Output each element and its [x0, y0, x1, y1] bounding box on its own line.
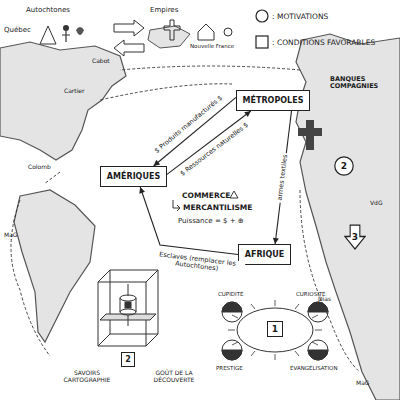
condition-square: 1 [267, 321, 283, 337]
map-label: ÉVANGÉLISATION [290, 365, 338, 371]
map-label: CUPIDITÉ [218, 291, 244, 297]
motivation-diagram [222, 300, 328, 360]
house-icon [198, 24, 214, 40]
person-icon [62, 31, 70, 42]
callout-arrow: 3 [344, 224, 366, 250]
arrow-symbol [173, 200, 180, 211]
arrow-icon [114, 20, 144, 36]
edge-label: Esclaves (remplacer les Autochtones) [149, 250, 246, 276]
circle-outline [335, 157, 353, 175]
route-line [11, 200, 50, 356]
north-america [0, 42, 126, 160]
cross-icon [164, 20, 180, 40]
node-text: AMÉRIQUES [107, 173, 160, 181]
south-america [14, 190, 95, 342]
feather-icon [76, 27, 84, 35]
node-text: 3 [352, 233, 358, 242]
motivation-circle: 2 [334, 156, 354, 176]
map-label: MERCANTILISME [183, 204, 252, 213]
europe-africa [296, 34, 400, 400]
map-label: MaG [4, 232, 18, 239]
flow-arrow [167, 111, 251, 174]
device-drawing [98, 270, 158, 346]
map-label: Colomb [28, 164, 51, 171]
map-label: Autochtones [26, 6, 70, 14]
map-label: Empires [150, 6, 178, 14]
map-label: MaG [356, 380, 370, 387]
map-label: Québec [4, 26, 31, 34]
tipi-icon [40, 26, 56, 44]
region-box: AMÉRIQUES [100, 166, 167, 187]
legend-entry: : CONDITIONS FAVORABLES [272, 38, 375, 47]
legend-entry: : MOTIVATIONS [272, 12, 328, 21]
node-text: 1 [272, 325, 278, 334]
person-icon [63, 25, 69, 31]
arrow-head [139, 187, 145, 194]
triangle-symbol [230, 191, 238, 198]
region-box: AFRIQUE [238, 244, 291, 265]
condition-symbol [256, 36, 268, 48]
route-line [120, 66, 300, 70]
map-label: COMMERCE [182, 192, 230, 201]
node-text: 2 [125, 356, 131, 364]
route-line [44, 172, 60, 184]
map-label: Nouvelle France [190, 43, 234, 49]
map-label: Cartier [64, 88, 85, 95]
flow-arrow [275, 111, 291, 244]
legend-text: : MOTIVATIONS [272, 12, 328, 21]
region-box: MÉTROPOLES [236, 90, 310, 111]
condition-square: 2 [121, 352, 135, 367]
motivation-symbol [256, 10, 268, 22]
map-label: Dias [318, 296, 331, 303]
arrow-outline [345, 225, 365, 249]
edge-label: armes textiles [277, 152, 291, 203]
arrow-head [244, 111, 251, 117]
map-label: Cabot [92, 58, 110, 65]
legend-text: : CONDITIONS FAVORABLES [272, 38, 375, 47]
greenland [148, 26, 190, 48]
node-text: AFRIQUE [245, 251, 285, 259]
arrow-icon [114, 40, 144, 56]
route-line [300, 190, 360, 372]
map-label: SAVOIRS CARTOGRAPHIE [58, 370, 116, 384]
map-label: Puissance = $ + ⊕ [178, 217, 244, 225]
node-text: MÉTROPOLES [243, 97, 304, 105]
coin-icon [224, 28, 232, 36]
map-label: BANQUES COMPAGNIES [330, 76, 378, 91]
route-line [100, 84, 232, 100]
map-label: GOÛT DE LA DÉCOUVERTE [142, 370, 206, 384]
map-label: VdG [370, 200, 383, 207]
node-text: 2 [341, 162, 347, 171]
cross-symbol [298, 120, 322, 150]
map-label: PRESTIGE [216, 365, 243, 371]
